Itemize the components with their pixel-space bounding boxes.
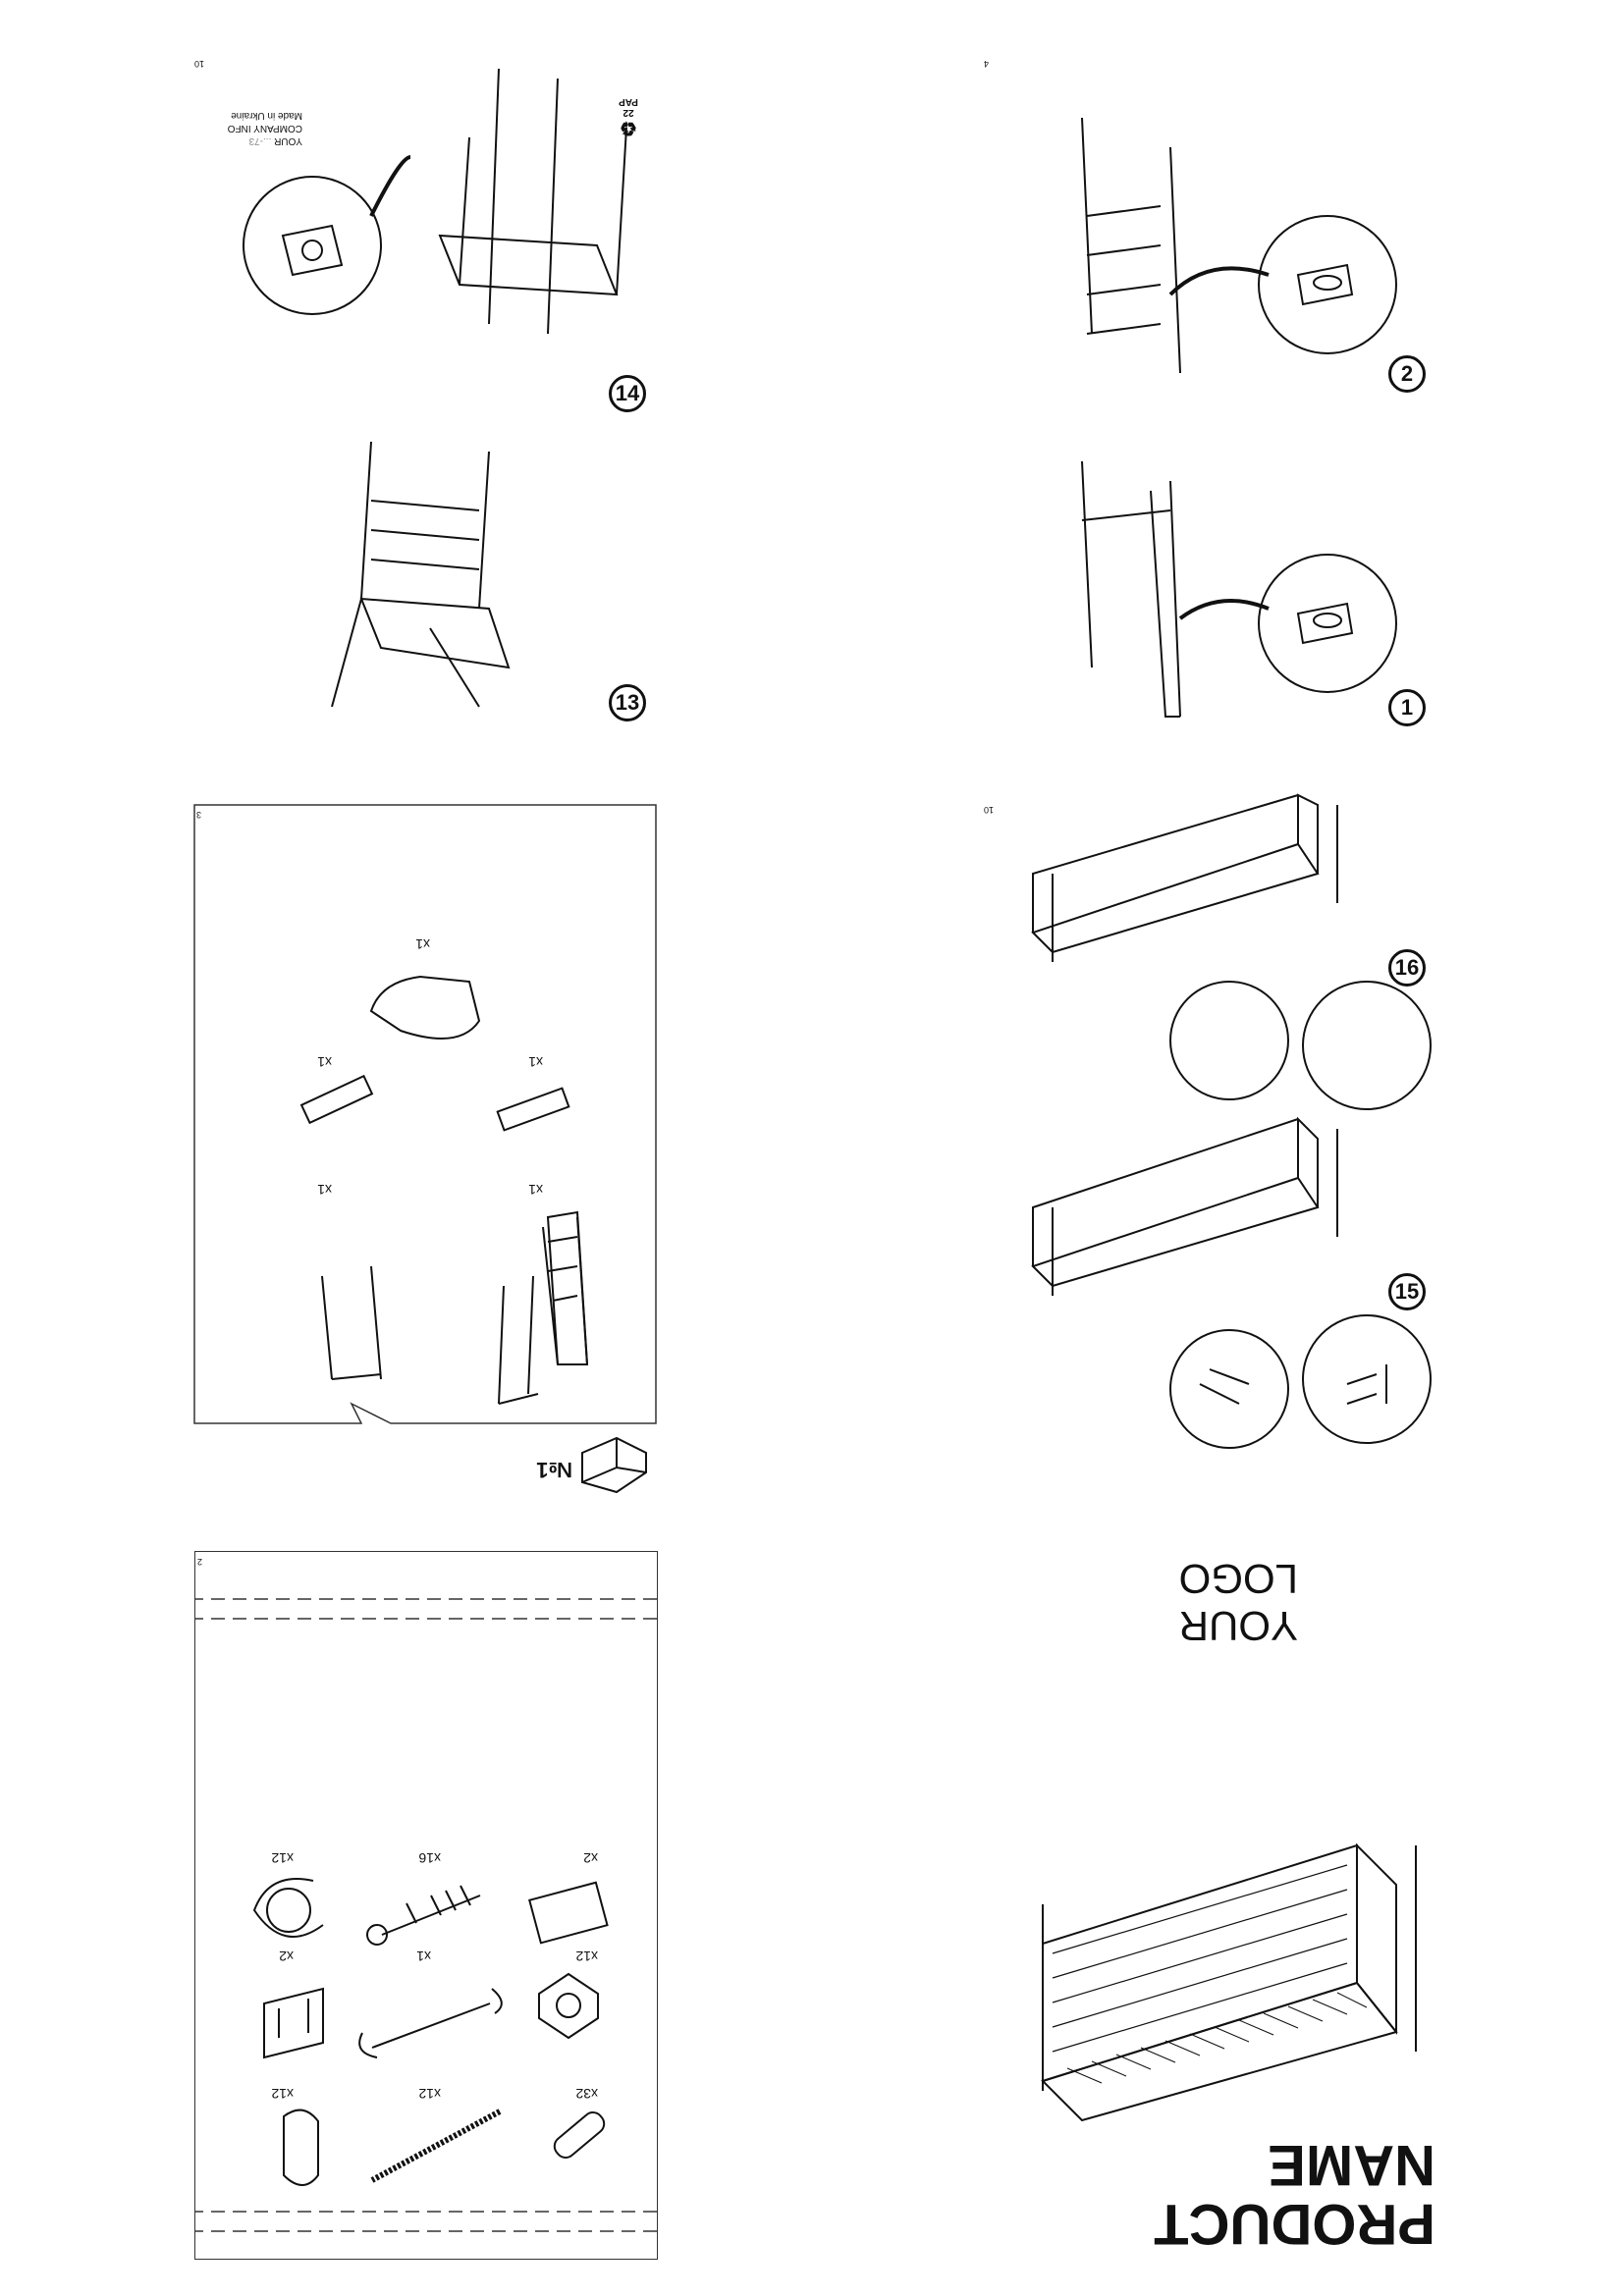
qty-nut: x12	[575, 1949, 598, 1964]
page-number: 4	[984, 59, 990, 69]
recycle-label: PAP	[619, 96, 638, 107]
hardware-frame	[195, 1598, 657, 2232]
steps-15-16-illustration	[1031, 793, 1432, 1449]
qty-threaded-rod: x12	[418, 2086, 441, 2102]
parts-panel: №1 x1 x1 x1 x1 x1 3	[193, 804, 657, 1512]
logo-line1: YOUR	[1178, 1603, 1298, 1649]
qty-dowel: x32	[575, 2086, 598, 2102]
qty-wrench: x1	[416, 1949, 431, 1964]
recycle-mark: ♻ 22 PAP	[611, 96, 646, 138]
company-line1: YOUR	[274, 135, 302, 146]
hardware-panel: x32 x12 x12 x12 x1 x2 x2 x16 x12 2	[194, 1551, 658, 2260]
steps-1-2-illustration	[1081, 117, 1397, 718]
company-line3: Made in Ukraine	[231, 110, 302, 121]
company-line1-suffix: ...-73	[248, 135, 272, 146]
qty-seat-panel: x1	[415, 936, 430, 952]
qty-footboard-frame: x1	[317, 1182, 332, 1198]
page-number: 3	[196, 810, 202, 820]
steps-13-14-panel: 13 14 ♻ 22 PAP YOUR ...-73 COMPANY INFO …	[194, 59, 656, 746]
step-13-number: 13	[609, 684, 646, 721]
box-label: №1	[536, 1458, 572, 1482]
step-1-number: 1	[1388, 689, 1426, 726]
page-number: 10	[194, 59, 205, 69]
company-line2: COMPANY INFO	[227, 123, 302, 133]
qty-headboard-frame: x1	[528, 1182, 543, 1198]
logo-placeholder: YOUR LOGO	[1179, 1555, 1298, 1649]
steps-13-14-illustration	[243, 68, 627, 708]
company-info: YOUR ...-73 COMPANY INFO Made in Ukraine	[228, 109, 302, 147]
qty-cam-lock: x12	[271, 2086, 294, 2102]
parts-frame	[193, 804, 657, 1494]
logo-line2: LOGO	[1178, 1556, 1298, 1602]
cover-panel: PRODUCT NAME YO	[984, 1531, 1475, 2277]
qty-rail-bracket-a: x1	[528, 1054, 543, 1070]
qty-corner-bracket: x2	[279, 1949, 294, 1964]
step-2-number: 2	[1388, 355, 1426, 393]
qty-wood-screw: x16	[418, 1850, 441, 1866]
step-14-number: 14	[609, 375, 646, 412]
qty-plate-bracket: x2	[583, 1850, 598, 1866]
qty-rail-bracket-b: x1	[317, 1054, 332, 1070]
step-15-number: 15	[1388, 1273, 1426, 1310]
recycle-icon: ♻	[620, 117, 637, 138]
step-16-number: 16	[1388, 949, 1426, 987]
recycle-code: 22	[623, 107, 634, 118]
steps-1-2-panel: 1 2 4	[984, 59, 1435, 746]
qty-ring-fastener: x12	[271, 1850, 294, 1866]
bed-illustration	[1041, 1842, 1417, 2122]
page-number: 10	[984, 805, 995, 815]
page-number: 2	[197, 1557, 203, 1567]
steps-15-16-panel: 15 16 10	[984, 793, 1435, 1492]
